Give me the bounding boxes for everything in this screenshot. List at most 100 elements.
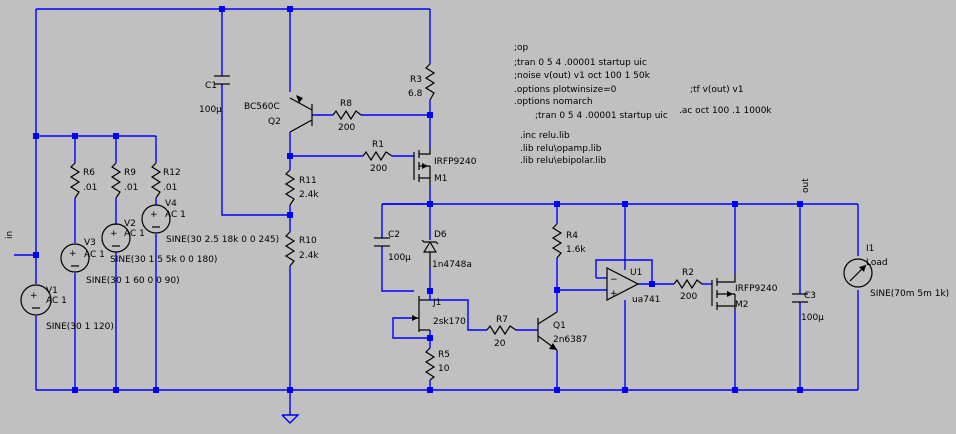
r3-value: 6.8 (408, 89, 423, 99)
voltage-source-v3[interactable]: + V3 AC 1 SINE(30 1 60 0 0 90) (60, 238, 180, 286)
i1-value: SINE(70m 5m 1k) (870, 289, 949, 299)
r7-value: 20 (494, 339, 506, 349)
c3-value: 100µ (801, 313, 824, 323)
svg-text:−: − (610, 275, 618, 285)
directive-lib-ebipolar: .lib relu\ebipolar.lib (520, 156, 606, 166)
c3-name: C3 (804, 291, 816, 301)
mosfet-m2[interactable]: IRFP9240 M2 (711, 274, 778, 310)
spice-directives: ;op ;tran 0 5 4 .00001 startup uic ;nois… (514, 43, 772, 166)
v1-ac: AC 1 (46, 296, 67, 306)
directive-plotwinsize: .options plotwinsize=0 (514, 85, 617, 95)
q1-name: Q1 (553, 321, 566, 331)
v3-value: SINE(30 1 60 0 0 90) (86, 276, 180, 286)
resistor-r5[interactable]: R5 10 (424, 347, 450, 381)
u1-model: ua741 (632, 295, 660, 305)
resistor-r10[interactable]: R10 2.4k (284, 231, 319, 267)
resistor-r11[interactable]: R11 2.4k (284, 169, 319, 206)
resistor-r3[interactable]: R3 6.8 (408, 63, 436, 101)
directive-noise: ;noise v(out) v1 oct 100 1 50k (514, 71, 651, 81)
v4-value: SINE(30 2.5 18k 0 0 245) (166, 235, 279, 245)
resistor-r2[interactable]: R2 200 (673, 268, 703, 302)
mosfet-m1[interactable]: IRFP9240 M1 (413, 148, 477, 185)
capacitor-c1[interactable]: C1 100µ (199, 75, 230, 115)
v3-name: V3 (84, 238, 96, 248)
opamp-u1[interactable]: − + U1 ua741 (606, 267, 660, 305)
voltage-source-v4[interactable]: + V4 AC 1 SINE(30 2.5 18k 0 0 245) (141, 199, 279, 245)
v1-value: SINE(30 1 120) (46, 322, 114, 332)
r7-name: R7 (496, 315, 508, 325)
svg-text:+: + (150, 210, 158, 220)
i1-name: I1 (866, 244, 874, 254)
directive-tran-1: ;tran 0 5 4 .00001 startup uic (514, 58, 647, 68)
r10-value: 2.4k (299, 251, 319, 261)
voltage-source-v2[interactable]: + V2 AC 1 SINE(30 1.5 5k 0 0 180) (101, 219, 217, 265)
capacitor-c2[interactable]: C2 100µ (374, 230, 411, 263)
m1-name: M1 (434, 174, 448, 184)
d6-name: D6 (434, 230, 447, 240)
j1-model: 2sk170 (433, 317, 466, 327)
c2-name: C2 (388, 230, 400, 240)
v2-name: V2 (124, 219, 136, 229)
wires (14, 8, 859, 415)
r12-value: .01 (163, 183, 177, 193)
r9-value: .01 (124, 183, 138, 193)
r2-name: R2 (682, 268, 694, 278)
r5-name: R5 (438, 350, 450, 360)
capacitor-c3[interactable]: C3 100µ (792, 291, 824, 323)
directive-ac: .ac oct 100 .1 1000k (679, 106, 772, 116)
resistor-r8[interactable]: R8 200 (332, 99, 362, 133)
resistor-r6[interactable]: R6 .01 (69, 162, 97, 199)
resistor-r4[interactable]: R4 1.6k (551, 223, 586, 259)
directive-tf: ;tf v(out) v1 (690, 85, 744, 95)
r11-name: R11 (299, 176, 317, 186)
r2-value: 200 (680, 292, 697, 302)
u1-name: U1 (630, 268, 642, 278)
c1-name: C1 (205, 81, 217, 91)
r4-value: 1.6k (566, 245, 586, 255)
resistor-r12[interactable]: R12 .01 (150, 162, 181, 199)
v4-name: V4 (165, 199, 177, 209)
junction-dots (33, 6, 803, 393)
r9-name: R9 (124, 168, 136, 178)
r6-name: R6 (83, 168, 95, 178)
resistor-r7[interactable]: R7 20 (486, 315, 517, 349)
net-label-out: out (801, 178, 811, 193)
directive-lib-opamp: .lib relu\opamp.lib (520, 144, 602, 154)
j1-name: J1 (432, 298, 441, 308)
svg-text:+: + (69, 249, 77, 259)
q2-model: BC560C (244, 102, 280, 112)
r5-value: 10 (438, 364, 450, 374)
transistor-q1[interactable]: Q1 2n6387 (537, 311, 587, 351)
v3-ac: AC 1 (84, 250, 105, 260)
v4-ac: AC 1 (165, 210, 186, 220)
directive-tran-2: ;tran 0 5 4 .00001 startup uic (535, 111, 668, 121)
current-source-i1[interactable]: I1 Load SINE(70m 5m 1k) (843, 244, 949, 299)
m2-model: IRFP9240 (735, 284, 778, 294)
r1-value: 200 (370, 164, 387, 174)
v2-ac: AC 1 (124, 229, 145, 239)
v1-name: V1 (46, 286, 58, 296)
r12-name: R12 (163, 168, 181, 178)
zener-d6[interactable]: D6 1n4748a (421, 230, 472, 270)
r6-value: .01 (83, 183, 97, 193)
d6-model: 1n4748a (432, 260, 472, 270)
m1-model: IRFP9240 (434, 157, 477, 167)
net-label-in: in (5, 231, 15, 239)
directive-nomarch: .options nomarch (514, 97, 593, 107)
transistor-q2[interactable]: BC560C Q2 (244, 95, 313, 133)
directive-op: ;op (514, 43, 529, 53)
svg-text:+: + (30, 291, 38, 301)
i1-tag: Load (866, 258, 888, 268)
r3-name: R3 (410, 75, 422, 85)
svg-text:+: + (610, 289, 618, 299)
jfet-j1[interactable]: J1 2sk170 (412, 296, 466, 332)
v2-value: SINE(30 1.5 5k 0 0 180) (110, 255, 217, 265)
voltage-source-v1[interactable]: + V1 AC 1 SINE(30 1 120) (20, 284, 114, 332)
resistor-r9[interactable]: R9 .01 (110, 162, 138, 199)
r8-name: R8 (340, 99, 352, 109)
c2-value: 100µ (388, 253, 411, 263)
q2-name: Q2 (268, 117, 281, 127)
ground-symbol (281, 414, 300, 424)
resistor-r1[interactable]: R1 200 (362, 140, 393, 174)
